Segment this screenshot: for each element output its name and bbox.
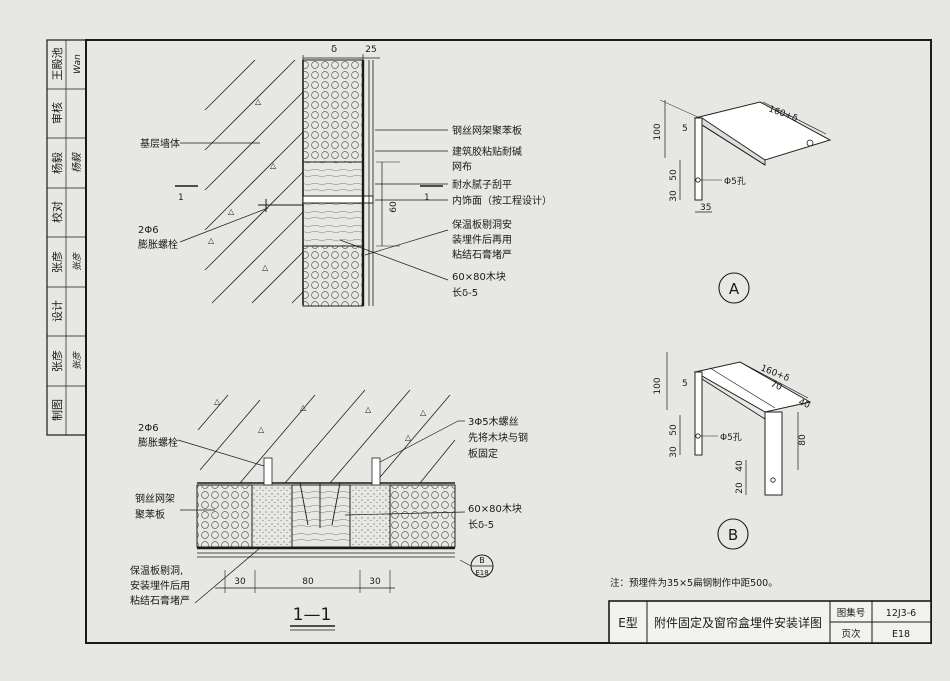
- top-wall-section: △ △ △ △ △ δ 25 60 1 1 基层墙体: [138, 44, 552, 307]
- label-base-wall: 基层墙体: [140, 137, 180, 150]
- atlas-value: 12J3-6: [886, 608, 916, 619]
- label-grout-bottom-3: 粘结石膏堵严: [130, 594, 190, 607]
- dim-80: 80: [302, 577, 314, 587]
- sidebar-title-6: 设计: [51, 300, 64, 322]
- label-mesh-board: 钢丝网架聚苯板: [452, 124, 522, 137]
- label-anchor-bottom-1: 2Φ6: [138, 423, 159, 434]
- title-type: E型: [618, 616, 638, 630]
- label-mesh-bottom-1: 钢丝网架: [135, 492, 175, 505]
- footnote: 注：预埋件为35×5扁钢制作中距500。: [610, 577, 778, 589]
- svg-text:△: △: [262, 263, 269, 272]
- hole-b-label: Φ5孔: [720, 432, 742, 443]
- label-anchor-top-1: 2Φ6: [138, 225, 159, 236]
- approval-column: 王殿池 Wan 审核 杨毅 杨毅 校对 张彦 张彦 设计 张彦 张彦 制图: [46, 39, 87, 436]
- label-screw-2: 先将木块与钢: [468, 431, 528, 444]
- svg-text:△: △: [420, 408, 427, 417]
- svg-text:△: △: [214, 397, 221, 406]
- label-block-top-2: 长δ-5: [452, 287, 478, 299]
- dim-b-30: 30: [669, 446, 679, 458]
- label-finish: 内饰面（按工程设计）: [452, 194, 552, 207]
- dim-a-35: 35: [700, 203, 711, 213]
- title-main: 附件固定及窗帘盒埋件安装详图: [654, 615, 822, 630]
- dim-b-40: 40: [797, 398, 812, 412]
- dim-b-40b: 40: [735, 460, 745, 472]
- detail-b-bracket: 100 5 160+δ 70 40 80 30 50 20 40 Φ5孔 B: [653, 352, 812, 550]
- section-title-1-1: 1—1: [293, 605, 332, 625]
- svg-text:△: △: [255, 97, 262, 106]
- page-label: 页次: [841, 628, 861, 640]
- sidebar-sig-1: Wan: [73, 54, 83, 74]
- dim-b-50: 50: [669, 424, 679, 436]
- label-grout-bottom-2: 安装埋件后用: [130, 579, 190, 592]
- dim-a-30: 30: [669, 190, 679, 202]
- svg-text:△: △: [405, 433, 412, 442]
- label-grout-top-2: 装埋件后再用: [452, 233, 512, 246]
- dim-a-5: 5: [682, 124, 688, 134]
- callout-ref: E18: [475, 569, 488, 577]
- dim-30-right: 30: [369, 577, 381, 587]
- svg-text:△: △: [208, 236, 215, 245]
- detail-a-bracket: 100 5 160+δ 30 50 35 Φ5孔 A: [653, 99, 832, 304]
- label-screw-1: 3Φ5木螺丝: [468, 416, 519, 428]
- callout-letter: B: [479, 556, 485, 565]
- label-anchor-top-2: 膨胀螺栓: [138, 238, 178, 251]
- sidebar-sig-5: 张彦: [72, 252, 83, 271]
- hole-a-label: Φ5孔: [724, 176, 746, 187]
- svg-text:△: △: [365, 405, 372, 414]
- dim-b-70: 70: [769, 380, 784, 394]
- dim-a-50: 50: [669, 169, 679, 181]
- dim-25-top: 25: [365, 45, 376, 55]
- sidebar-title-4: 校对: [50, 201, 64, 223]
- svg-text:△: △: [228, 207, 235, 216]
- dim-b-5: 5: [682, 379, 688, 389]
- section-mark-left: 1: [178, 193, 184, 203]
- label-grout-top-1: 保温板剔洞安: [452, 218, 512, 231]
- svg-text:△: △: [258, 425, 265, 434]
- sidebar-title-1: 王殿池: [51, 48, 64, 81]
- svg-text:△: △: [270, 161, 277, 170]
- label-grout-top-3: 粘结石膏堵严: [452, 248, 512, 261]
- title-block: E型 附件固定及窗帘盒埋件安装详图 图集号 12J3-6 页次 E18: [608, 600, 932, 644]
- sidebar-title-5: 张彦: [50, 251, 64, 273]
- sidebar-sig-3: 杨毅: [71, 152, 83, 173]
- page-value: E18: [892, 629, 910, 640]
- label-screw-3: 板固定: [468, 447, 498, 460]
- atlas-label: 图集号: [837, 607, 866, 619]
- dim-b-100: 100: [653, 377, 663, 394]
- svg-text:△: △: [300, 403, 307, 412]
- dim-b-80: 80: [798, 434, 808, 446]
- label-block-bottom-1: 60×80木块: [468, 503, 522, 515]
- label-block-top-1: 60×80木块: [452, 271, 506, 283]
- label-mesh-cloth-1: 建筑胶粘贴耐碱: [452, 145, 522, 158]
- label-anchor-bottom-2: 膨胀螺栓: [138, 436, 178, 449]
- dim-a-100: 100: [653, 123, 663, 140]
- label-putty: 耐水腻子刮平: [452, 178, 512, 191]
- label-mesh-cloth-2: 网布: [452, 161, 472, 173]
- dim-30-left: 30: [234, 577, 246, 587]
- detail-b-letter: B: [728, 526, 738, 544]
- section-mark-right: 1: [424, 193, 430, 203]
- dim-60-top: 60: [389, 201, 399, 213]
- detail-a-letter: A: [729, 280, 740, 298]
- sidebar-title-2: 审核: [50, 102, 64, 124]
- sidebar-sig-7: 张彦: [72, 351, 83, 370]
- bottom-plan-section: △ △ △ △ △ △ 30 80 30 B E18: [130, 389, 528, 631]
- sidebar-title-7: 张彦: [50, 350, 64, 372]
- label-grout-bottom-1: 保温板剔洞,: [130, 564, 183, 577]
- sidebar-title-8: 制图: [51, 399, 64, 421]
- dim-delta-top: δ: [331, 44, 337, 55]
- label-block-bottom-2: 长δ-5: [468, 519, 494, 531]
- dim-b-20: 20: [735, 482, 745, 494]
- label-mesh-bottom-2: 聚苯板: [135, 508, 165, 521]
- sidebar-title-3: 杨毅: [50, 152, 64, 174]
